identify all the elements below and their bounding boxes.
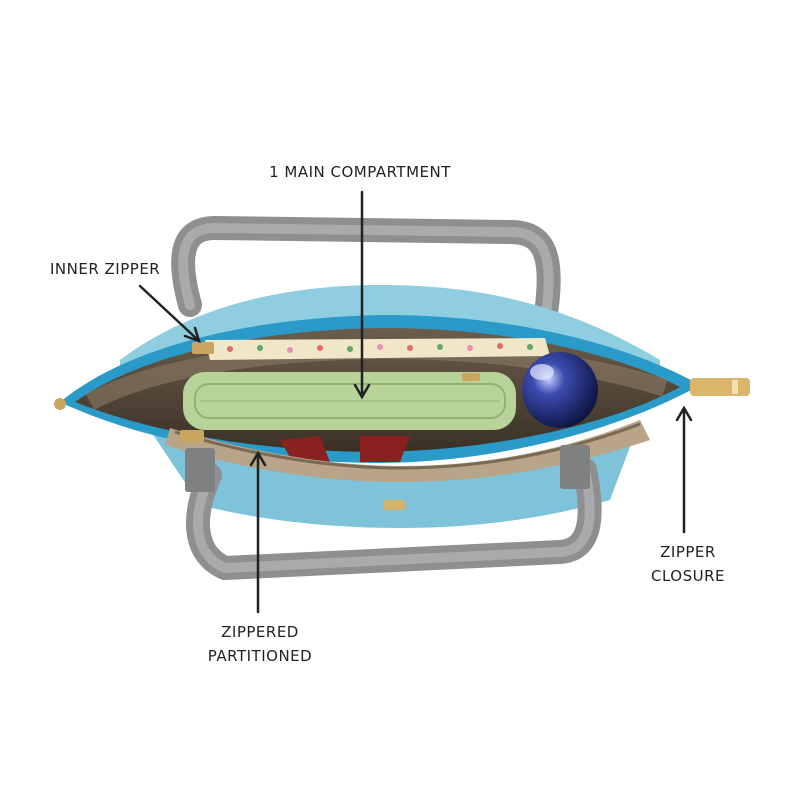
zipper-closure-line2: CLOSURE (650, 567, 725, 585)
inner-zipper-text: INNER ZIPPER (50, 260, 161, 278)
zipper-pull-closure (690, 378, 750, 396)
zippered-partitioned-line1: ZIPPERED (221, 623, 299, 641)
callout-zipper-closure: ZIPPER CLOSURE (628, 540, 748, 588)
main-compartment-text: 1 MAIN COMPARTMENT (269, 163, 451, 181)
water-bottle (522, 352, 598, 428)
zipper-closure-line1: ZIPPER (660, 543, 716, 561)
bag-front-panel (150, 420, 640, 528)
bag-logo-plate (383, 500, 405, 510)
callout-zippered-partitioned: ZIPPERED PARTITIONED (180, 620, 340, 668)
callout-inner-zipper: INNER ZIPPER (50, 257, 170, 281)
callout-arrows (138, 190, 693, 614)
inner-zipper-pocket (165, 420, 650, 482)
floral-pattern (227, 343, 533, 353)
zippered-partitioned-line2: PARTITIONED (207, 647, 313, 665)
sunglasses (280, 436, 410, 466)
arrow-inner-zipper (138, 284, 200, 342)
floral-pouch (205, 338, 550, 360)
callout-main-compartment: 1 MAIN COMPARTMENT (240, 160, 480, 184)
